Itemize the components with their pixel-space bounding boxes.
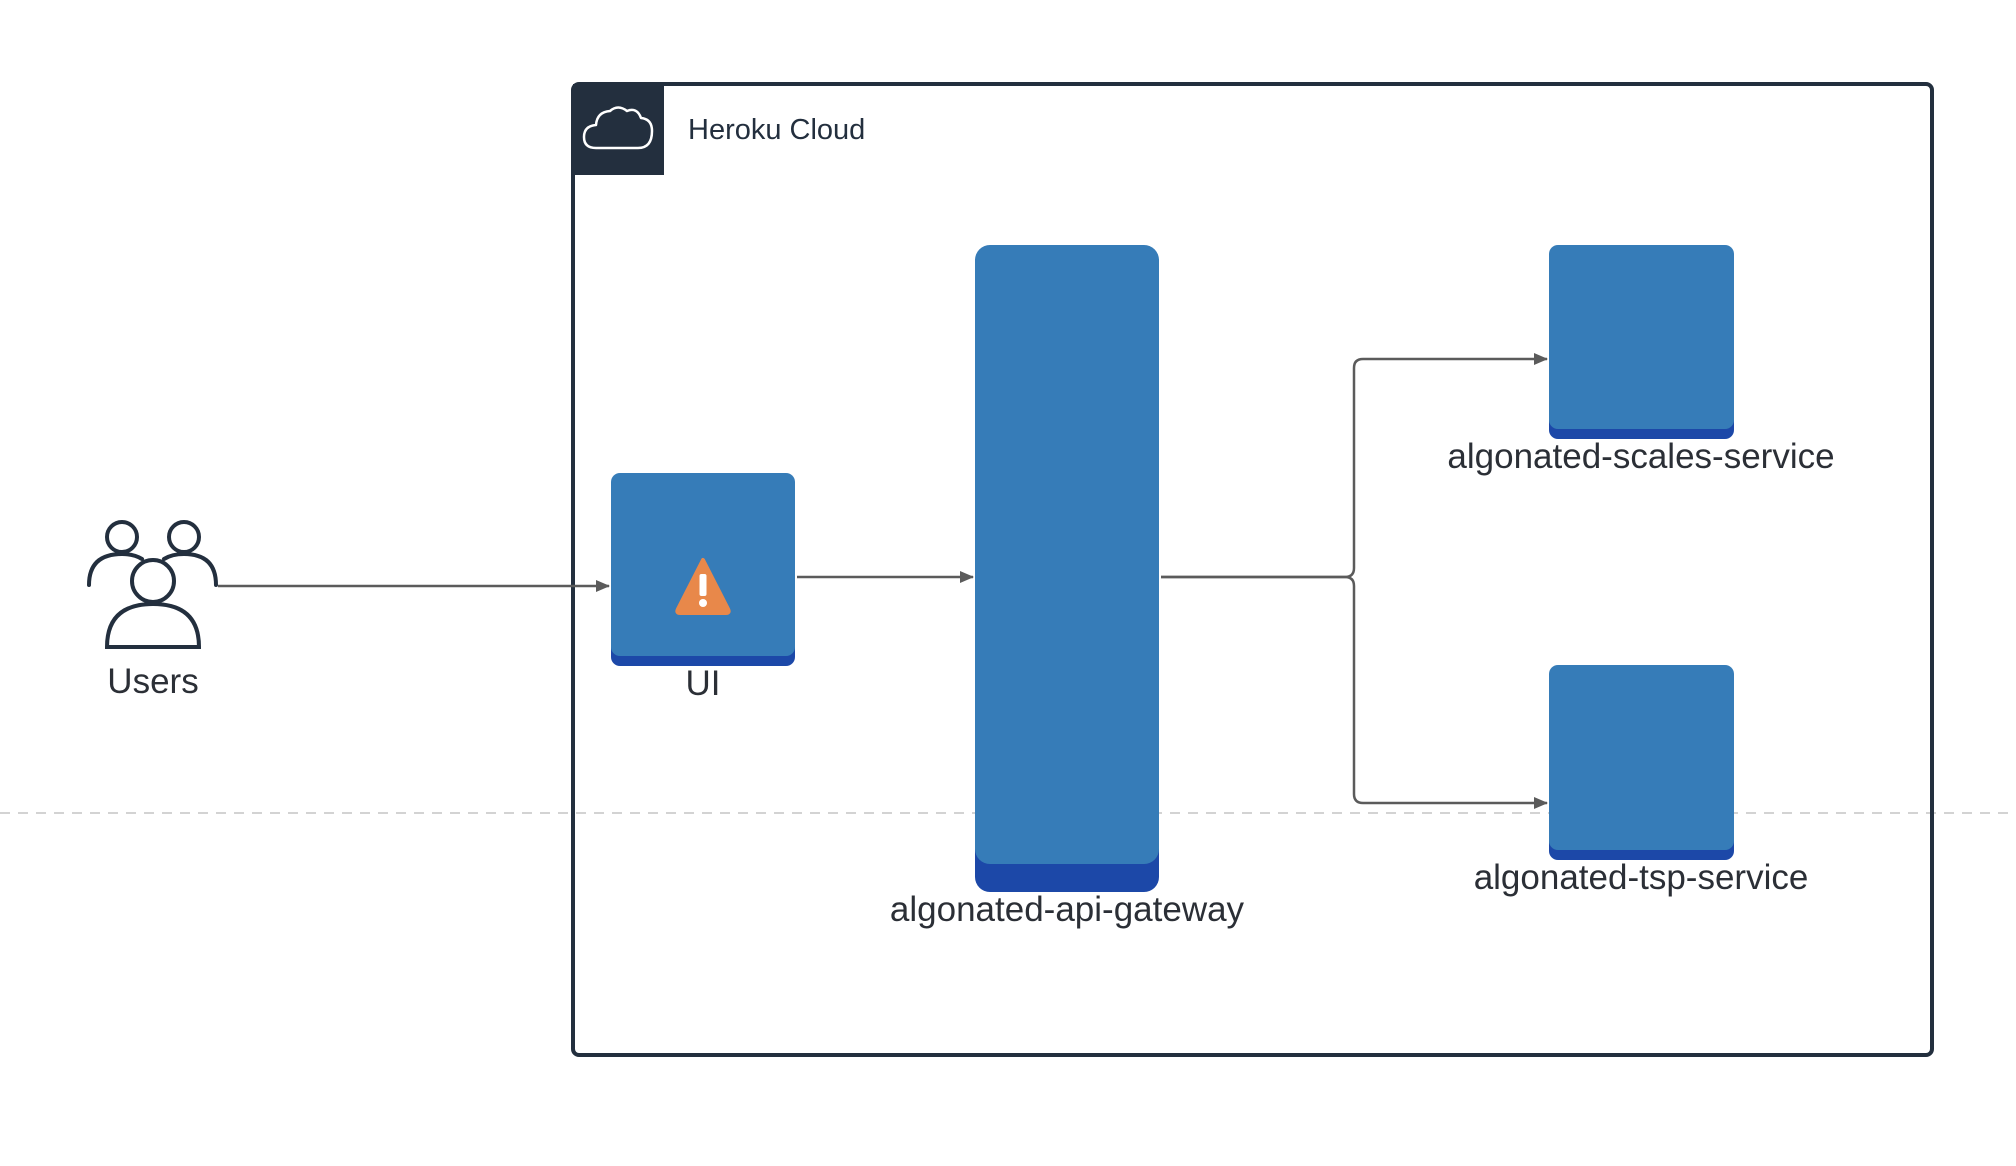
node-scales-service[interactable]: algonated-scales-service [1447,245,1835,476]
node-tsp-service[interactable]: algonated-tsp-service [1474,665,1809,897]
edges [218,353,1548,809]
node-api-gateway-box [975,245,1159,864]
node-tsp-service-box [1549,665,1734,850]
users-label: Users [107,662,198,701]
node-api-gateway[interactable]: algonated-api-gateway [890,245,1245,929]
node-scales-service-label: algonated-scales-service [1447,437,1834,476]
node-ui[interactable]: UI [611,473,795,703]
node-ui-label: UI [686,664,721,703]
heroku-cloud-group[interactable]: Heroku Cloud [571,82,1934,1057]
cloud-icon [582,106,654,150]
warning-icon [675,558,731,615]
group-icon-badge [573,84,664,175]
node-scales-service-box [1549,245,1734,429]
edge-gateway-to-tsp[interactable] [1161,575,1548,809]
users-icon [87,520,218,649]
users-actor[interactable]: Users [87,520,218,701]
node-tsp-service-label: algonated-tsp-service [1474,858,1809,897]
group-border [571,82,1934,1057]
node-api-gateway-label: algonated-api-gateway [890,890,1245,929]
group-label: Heroku Cloud [688,114,865,146]
